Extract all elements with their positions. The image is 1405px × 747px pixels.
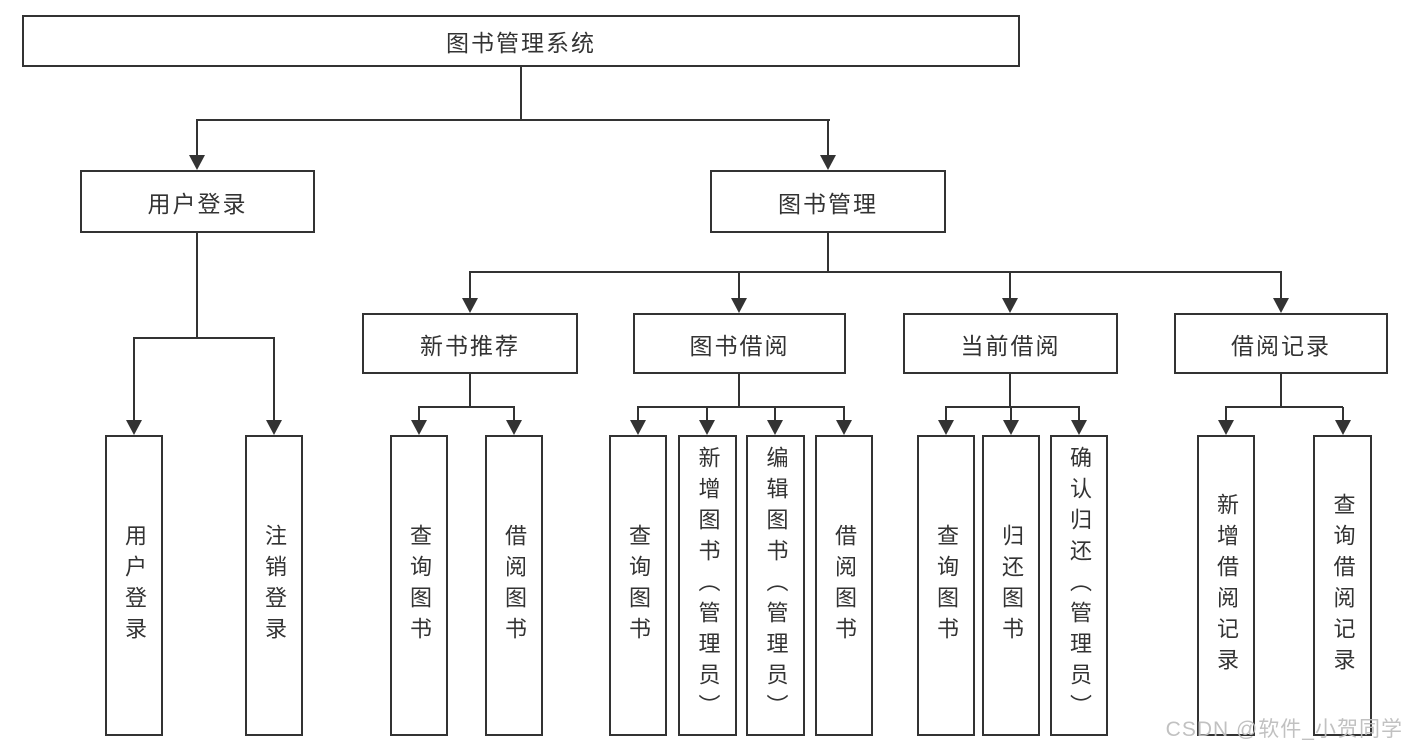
arrow-down-icon [1002,298,1018,313]
node-current-borrow: 当前借阅 [903,313,1118,374]
node-root-book-management-system: 图书管理系统 [22,15,1020,67]
arrow-down-icon [1071,420,1087,435]
connector-line [469,272,471,300]
connector-line [469,271,1282,273]
leaf-add-borrow-record: 新增借阅记录 [1197,435,1255,736]
connector-line [1225,407,1227,423]
leaf-borrow-books: 借阅图书 [815,435,873,736]
connector-line [418,407,420,423]
leaf-confirm-return-admin: 确认归还（管理员） [1050,435,1108,736]
arrow-down-icon [1335,420,1351,435]
arrow-down-icon [938,420,954,435]
connector-line [637,407,639,423]
connector-line [418,406,515,408]
arrow-down-icon [411,420,427,435]
connector-line [738,272,740,300]
connector-line [1342,407,1344,423]
node-borrow-records: 借阅记录 [1174,313,1388,374]
arrow-down-icon [731,298,747,313]
arrow-down-icon [630,420,646,435]
connector-line [273,338,275,423]
connector-line [1280,272,1282,300]
connector-line [133,338,135,423]
leaf-add-books-admin: 新增图书（管理员） [678,435,737,736]
leaf-query-books-current: 查询图书 [917,435,975,736]
connector-line [1010,407,1012,423]
arrow-down-icon [1003,420,1019,435]
connector-line [843,407,845,423]
connector-line [196,120,198,158]
connector-line [774,407,776,423]
connector-line [1009,374,1011,408]
arrow-down-icon [189,155,205,170]
arrow-down-icon [462,298,478,313]
connector-line [945,406,1080,408]
connector-line [738,374,740,408]
leaf-return-books: 归还图书 [982,435,1040,736]
arrow-down-icon [266,420,282,435]
connector-line [469,374,471,408]
connector-line [1280,374,1282,408]
connector-line [827,120,829,158]
connector-line [827,233,829,273]
connector-line [945,407,947,423]
connector-line [1078,407,1080,423]
arrow-down-icon [699,420,715,435]
arrow-down-icon [1218,420,1234,435]
connector-line [1225,406,1343,408]
arrow-down-icon [820,155,836,170]
connector-line [513,407,515,423]
node-user-login: 用户登录 [80,170,315,233]
arrow-down-icon [836,420,852,435]
node-book-borrow: 图书借阅 [633,313,846,374]
connector-line [196,233,198,339]
connector-line [1009,272,1011,300]
connector-line [706,407,708,423]
connector-line [637,406,845,408]
node-new-book-recommend: 新书推荐 [362,313,578,374]
arrow-down-icon [126,420,142,435]
arrow-down-icon [1273,298,1289,313]
leaf-query-books-recommend: 查询图书 [390,435,448,736]
connector-line [520,67,522,121]
leaf-query-borrow-record: 查询借阅记录 [1313,435,1372,736]
leaf-borrow-books-recommend: 借阅图书 [485,435,543,736]
connector-line [133,337,275,339]
csdn-watermark: CSDN @软件_小贺同学 [1165,718,1403,741]
leaf-query-books-borrow: 查询图书 [609,435,667,736]
leaf-logout: 注销登录 [245,435,303,736]
arrow-down-icon [767,420,783,435]
arrow-down-icon [506,420,522,435]
connector-line [196,119,830,121]
leaf-edit-books-admin: 编辑图书（管理员） [746,435,805,736]
node-book-management: 图书管理 [710,170,946,233]
leaf-user-login: 用户登录 [105,435,163,736]
